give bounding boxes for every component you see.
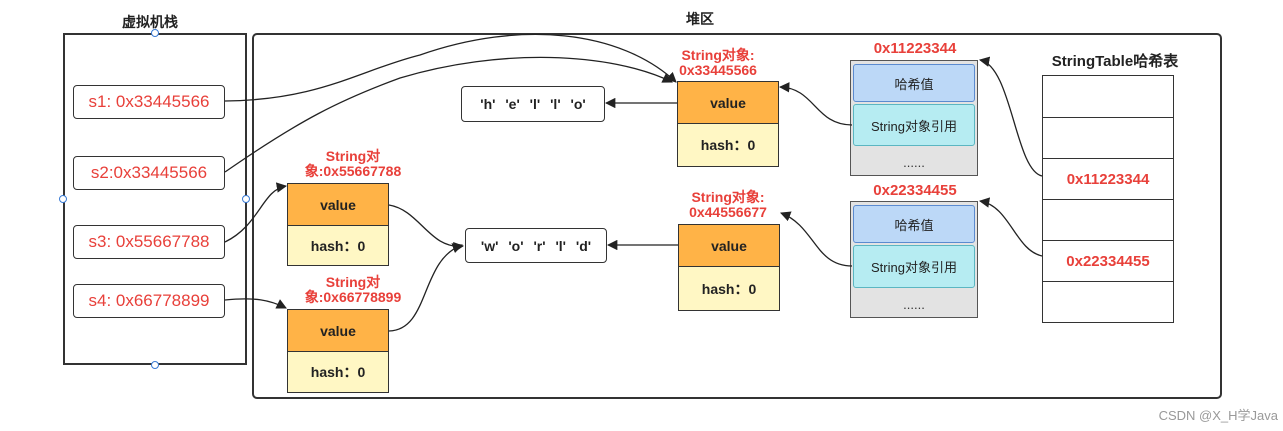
- char-array-hello: 'h' 'e' 'l' 'l' 'o': [461, 86, 605, 122]
- stack-frame-handle-right[interactable]: [242, 195, 250, 203]
- object-hash-cell: hash：0: [677, 124, 779, 167]
- object-label: String对 象:0x66778899: [304, 274, 402, 305]
- object-label: String对象: 0x33445566: [679, 47, 757, 78]
- entry-object-ref: String对象引用: [853, 104, 975, 146]
- arrow-s3-to-object: [224, 182, 288, 243]
- heap-frame: [252, 33, 1222, 399]
- object-value-cell: value: [287, 183, 389, 226]
- stack-frame-handle-top[interactable]: [151, 29, 159, 37]
- object-label: String对象: 0x44556677: [689, 189, 767, 220]
- arrow-entry-ref-to-object: [778, 82, 853, 126]
- arrow-table-to-entry: [978, 197, 1043, 257]
- string-table-cell: [1042, 118, 1174, 159]
- object-hash-cell: hash：0: [287, 226, 389, 266]
- arrow-s1-to-object: [224, 33, 677, 102]
- object-hash-cell: hash：0: [678, 267, 780, 311]
- string-table-cell: [1042, 200, 1174, 241]
- string-table-title: StringTable哈希表: [1051, 53, 1179, 70]
- object-label: String对 象:0x55667788: [304, 148, 402, 179]
- string-table-cell: [1042, 75, 1174, 118]
- entry-more: ......: [903, 297, 925, 312]
- arrow-object-to-world: [388, 243, 463, 332]
- arrow-object-to-world: [388, 204, 465, 253]
- entry-hash-value: 哈希值: [853, 205, 975, 243]
- entry-hash-value: 哈希值: [853, 64, 975, 102]
- stack-frame-handle-left[interactable]: [59, 195, 67, 203]
- char-array-world: 'w' 'o' 'r' 'l' 'd': [465, 228, 607, 263]
- arrow-table-to-entry: [978, 56, 1043, 177]
- string-table-cell: [1042, 282, 1174, 323]
- arrow-s4-to-object: [224, 298, 287, 309]
- watermark: CSDN @X_H学Java: [1158, 408, 1278, 423]
- string-table-cell: 0x22334455: [1042, 241, 1174, 282]
- arrow-entry-ref-to-object: [780, 211, 853, 267]
- stack-var-s3: s3: 0x55667788: [73, 225, 225, 259]
- object-hash-cell: hash：0: [287, 352, 389, 393]
- heap-title: 堆区: [686, 11, 714, 27]
- stack-title: 虚拟机栈: [122, 14, 178, 30]
- stack-var-s4: s4: 0x66778899: [73, 284, 225, 318]
- entry-more: ......: [903, 155, 925, 170]
- entry-object-ref: String对象引用: [853, 245, 975, 288]
- object-value-cell: value: [678, 224, 780, 267]
- stack-var-s1: s1: 0x33445566: [73, 85, 225, 119]
- string-table-cell: 0x11223344: [1042, 159, 1174, 200]
- entry-address-label: 0x22334455: [873, 182, 957, 199]
- object-value-cell: value: [677, 81, 779, 124]
- entry-address-label: 0x11223344: [873, 40, 957, 57]
- string-table: 0x11223344 0x22334455: [1042, 75, 1174, 323]
- arrow-s2-to-object: [224, 56, 673, 173]
- stack-var-s2: s2:0x33445566: [73, 156, 225, 190]
- stack-frame-handle-bottom[interactable]: [151, 361, 159, 369]
- object-value-cell: value: [287, 309, 389, 352]
